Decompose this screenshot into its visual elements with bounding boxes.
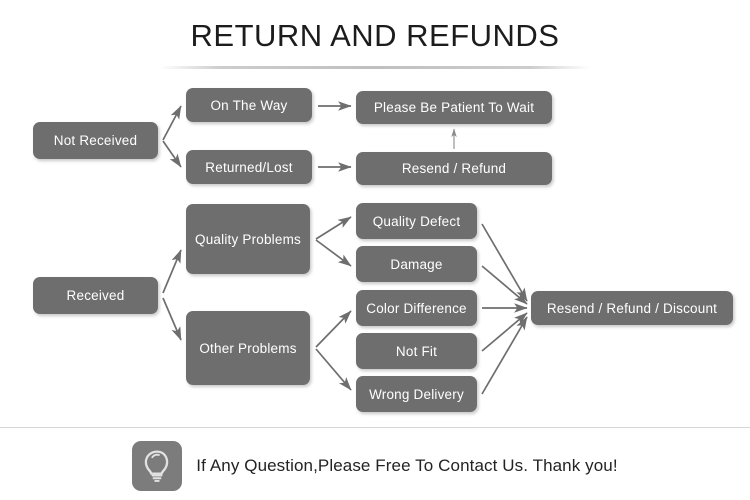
node-wrong-delivery[interactable]: Wrong Delivery	[356, 376, 477, 412]
node-other-problems[interactable]: Other Problems	[186, 311, 310, 385]
footer-divider	[0, 427, 750, 428]
node-quality-defect[interactable]: Quality Defect	[356, 203, 477, 239]
node-resend-refund-discount[interactable]: Resend / Refund / Discount	[531, 291, 733, 325]
edge-quality-problems-to-damage	[315, 239, 352, 267]
edge-other-problems-to-wrong-delivery	[315, 348, 352, 391]
footer-text: If Any Question,Please Free To Contact U…	[196, 456, 618, 475]
node-color-difference[interactable]: Color Difference	[356, 290, 477, 326]
node-damage[interactable]: Damage	[356, 246, 477, 282]
footer-contact-bar: If Any Question,Please Free To Contact U…	[0, 436, 750, 496]
node-resend-refund[interactable]: Resend / Refund	[356, 152, 552, 185]
edge-not-received-to-on-the-way	[162, 105, 182, 141]
edge-other-problems-to-color-difference	[315, 310, 352, 348]
node-quality-problems[interactable]: Quality Problems	[186, 204, 310, 274]
edge-received-to-quality-problems	[162, 249, 182, 294]
page-title: RETURN AND REFUNDS	[190, 18, 560, 53]
node-returned-lost[interactable]: Returned/Lost	[186, 150, 312, 184]
edge-not-fit-to-final	[481, 312, 528, 352]
edge-received-to-other-problems	[162, 297, 182, 341]
edge-quality-defect-to-final	[481, 223, 528, 302]
edge-quality-problems-to-quality-defect	[315, 216, 352, 240]
node-not-received[interactable]: Not Received	[33, 122, 158, 159]
node-received[interactable]: Received	[33, 277, 158, 314]
node-not-fit[interactable]: Not Fit	[356, 333, 477, 369]
node-please-be-patient-to-wait[interactable]: Please Be Patient To Wait	[356, 91, 552, 124]
edge-wrong-delivery-to-final	[481, 316, 528, 395]
node-on-the-way[interactable]: On The Way	[186, 88, 312, 122]
lightbulb-icon	[132, 441, 183, 491]
title-divider	[160, 66, 590, 69]
edge-damage-to-final	[481, 265, 528, 305]
edge-not-received-to-returned-lost	[162, 140, 182, 168]
